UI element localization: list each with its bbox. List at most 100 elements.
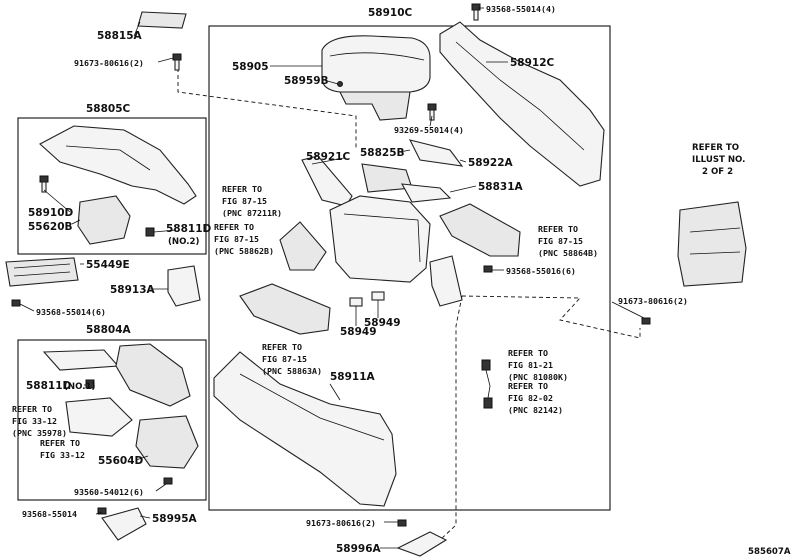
label-58905: 58905	[232, 61, 269, 73]
refer-line: ILLUST NO.	[692, 155, 745, 165]
refer-line: REFER TO	[222, 184, 262, 194]
bolt-icon	[471, 3, 481, 21]
refer-line: FIG 81-21	[508, 360, 553, 370]
console-box-edge	[343, 213, 421, 263]
lower-panel-58911a	[213, 351, 397, 507]
bracket-console-right	[429, 255, 463, 307]
label-no1: (NO.1)	[64, 382, 95, 392]
trim-58804a	[42, 349, 120, 371]
label-93568-6: 93568-55014(6)	[36, 307, 106, 317]
illust-console-vents	[689, 227, 741, 255]
label-58913a: 58913A	[110, 284, 156, 296]
pad-58815a	[137, 11, 187, 29]
label-58921c: 58921C	[306, 151, 351, 163]
clip-58949-right	[371, 291, 385, 301]
label-91673-right: 91673-80616(2)	[618, 296, 688, 306]
refer-line: FIG 82-02	[508, 393, 553, 403]
label-93560: 93560-54012(6)	[74, 487, 144, 497]
refer-block-81080k: REFER TO FIG 81-21 (PNC 81080K)	[508, 348, 568, 382]
clip-58959b	[337, 81, 343, 87]
refer-line: 2 OF 2	[702, 167, 733, 177]
refer-block-58864b: REFER TO FIG 87-15 (PNC 58864B)	[538, 224, 598, 258]
label-93269: 93269-55014(4)	[394, 125, 464, 135]
refer-line: FIG 87-15	[214, 234, 259, 244]
side-panel-58912c	[439, 21, 605, 187]
leader-58911a	[329, 383, 341, 401]
label-55604d: 55604D	[98, 455, 144, 467]
refer-line: (PNC 58864B)	[538, 248, 598, 258]
label-58922a: 58922A	[468, 157, 514, 169]
refer-line: FIG 87-15	[262, 354, 307, 364]
sub-assembly-58804a-frame	[17, 339, 207, 501]
bolt-icon	[39, 175, 49, 193]
dashed-guide-right	[461, 295, 641, 339]
label-93568-55016: 93568-55016(6)	[506, 266, 576, 276]
label-58804a: 58804A	[86, 324, 132, 336]
label-55620b: 55620B	[28, 221, 73, 233]
leader-93560	[155, 483, 167, 492]
diagram-id: 585607A	[748, 547, 791, 557]
bolt-icon	[427, 103, 437, 121]
leader-58825b	[399, 149, 411, 153]
label-58910d: 58910D	[28, 207, 74, 219]
label-58996a: 58996A	[336, 543, 382, 555]
console-box-body	[329, 195, 431, 283]
label-58805c: 58805C	[86, 103, 131, 115]
refer-block-58862b: REFER TO FIG 87-15 (PNC 58862B)	[214, 222, 274, 256]
connector-wire	[485, 369, 491, 399]
leader-93568-6	[19, 303, 35, 312]
bolt-icon	[163, 477, 173, 485]
label-58912c: 58912C	[510, 57, 555, 69]
main-assembly-frame	[208, 25, 611, 511]
label-93568-b: 93568-55014	[22, 509, 77, 519]
panel-edge-line	[65, 145, 151, 171]
leader-58922a	[459, 159, 467, 163]
bracket-58995a	[101, 507, 147, 541]
leader-58811d-no2	[153, 229, 177, 233]
lid-58922a	[408, 139, 464, 167]
label-91673-bottom: 91673-80616(2)	[306, 518, 376, 528]
refer-line: FIG 87-15	[222, 196, 267, 206]
label-91673-top: 91673-80616(2)	[74, 58, 144, 68]
label-58815a: 58815A	[97, 30, 143, 42]
leader-93269	[429, 115, 433, 127]
illust-console-rear	[677, 201, 747, 287]
refer-line: (PNC 58863A)	[262, 366, 322, 376]
refer-block-82142: REFER TO FIG 82-02 (PNC 82142)	[508, 381, 563, 415]
dashed-guide-bottom	[439, 295, 463, 541]
leader-58995a	[139, 515, 151, 519]
box-55620b	[77, 195, 131, 245]
label-58825b: 58825B	[360, 147, 405, 159]
refer-line: FIG 87-15	[538, 236, 583, 246]
box-58831a	[401, 183, 452, 203]
duct-58862b	[279, 221, 327, 271]
leader-91673-top	[157, 57, 174, 63]
armrest-lid-58905	[321, 35, 431, 121]
sub-assembly-58805c-frame	[17, 117, 207, 255]
lower-panel-edge	[239, 373, 385, 441]
refer-line: (PNC 35978)	[12, 428, 67, 438]
label-58910c: 58910C	[368, 7, 413, 19]
refer-line: (PNC 82142)	[508, 405, 563, 415]
refer-line: REFER TO	[538, 224, 578, 234]
bolt-icon	[11, 299, 21, 307]
refer-block-35978: REFER TO FIG 33-12 (PNC 35978)	[12, 404, 67, 438]
leader-58910d	[43, 189, 71, 213]
refer-line: REFER TO	[262, 342, 302, 352]
refer-line: REFER TO	[508, 348, 548, 358]
refer-block-58863a: REFER TO FIG 87-15 (PNC 58863A)	[262, 342, 322, 376]
bolt-icon	[97, 507, 107, 515]
refer-line: FIG 33-12	[40, 450, 85, 460]
label-58959b: 58959B	[284, 75, 329, 87]
bracket-58913a	[167, 265, 201, 307]
label-93568-4: 93568-55014(4)	[486, 4, 556, 14]
clip-58811d	[145, 227, 155, 237]
refer-line: REFER TO	[40, 438, 80, 448]
connector-82142	[483, 397, 493, 409]
cup-holder-55604d	[135, 415, 199, 469]
leader-58831a	[449, 185, 477, 193]
label-58911a: 58911A	[330, 371, 376, 383]
bolt-icon	[483, 265, 493, 273]
refer-line: FIG 33-12	[12, 416, 57, 426]
